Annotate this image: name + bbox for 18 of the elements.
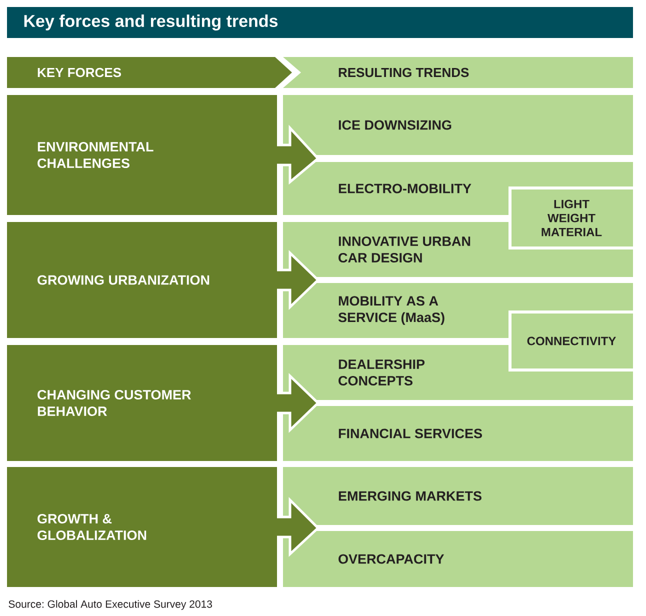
force-box: GROWTH & GLOBALIZATION bbox=[7, 467, 277, 587]
chevron-arrow bbox=[275, 57, 292, 88]
source-note: Source: Global Auto Executive Survey 2013 bbox=[8, 600, 212, 610]
force-box: GROWING URBANIZATION bbox=[7, 222, 277, 338]
trend-box: ICE DOWNSIZING bbox=[283, 95, 633, 155]
node-label: KEY FORCES bbox=[38, 68, 122, 78]
trend-box: OVERCAPACITY bbox=[283, 531, 633, 587]
spanning-box: CONNECTIVITY bbox=[508, 310, 633, 372]
block-arrow bbox=[276, 373, 320, 433]
trend-box: FINANCIAL SERVICES bbox=[283, 406, 633, 461]
trend-box: EMERGING MARKETS bbox=[283, 467, 633, 525]
block-arrow bbox=[276, 250, 320, 310]
spanning-box: LIGHT WEIGHT MATERIAL bbox=[508, 186, 633, 250]
force-box: CHANGING CUSTOMER BEHAVIOR bbox=[7, 345, 277, 461]
force-box: ENVIRONMENTAL CHALLENGES bbox=[7, 95, 277, 215]
block-arrow bbox=[276, 496, 320, 557]
column-header: RESULTING TRENDS bbox=[283, 57, 633, 88]
title-banner: Key forces and resulting trends bbox=[7, 7, 633, 38]
